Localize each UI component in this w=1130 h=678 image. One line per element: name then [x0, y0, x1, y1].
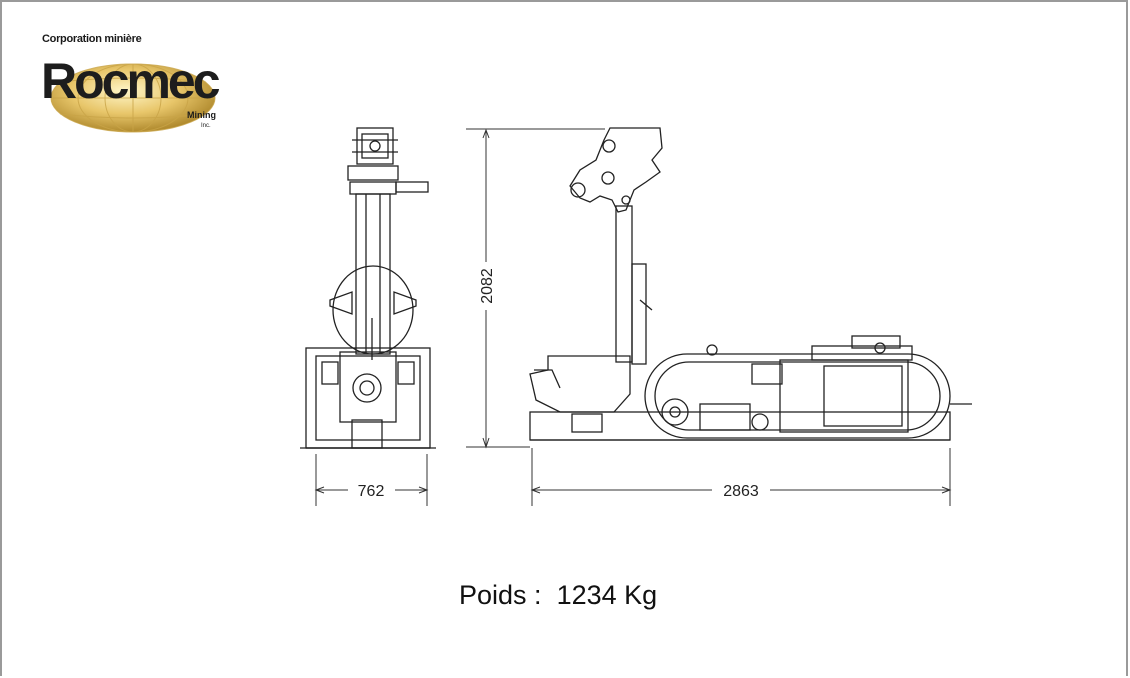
- globe-emblem: [50, 63, 216, 133]
- logo-tagline: Corporation minière: [42, 33, 142, 45]
- logo-suffix: Mining: [187, 110, 216, 120]
- weight-caption: Poids : 1234 Kg: [459, 580, 657, 611]
- company-logo: Corporation minière Rocmec Mining Inc.: [38, 30, 238, 140]
- width-dimension-label: 762: [358, 483, 385, 500]
- front-view: [305, 127, 431, 449]
- weight-value: 1234 Kg: [556, 580, 658, 610]
- height-dimension-label: 2082: [479, 268, 496, 304]
- logo-inc: Inc.: [201, 123, 211, 129]
- side-view: [529, 127, 972, 441]
- weight-label: Poids :: [459, 580, 542, 610]
- length-dimension-label: 2863: [723, 483, 759, 500]
- logo-name: Rocmec: [41, 53, 221, 109]
